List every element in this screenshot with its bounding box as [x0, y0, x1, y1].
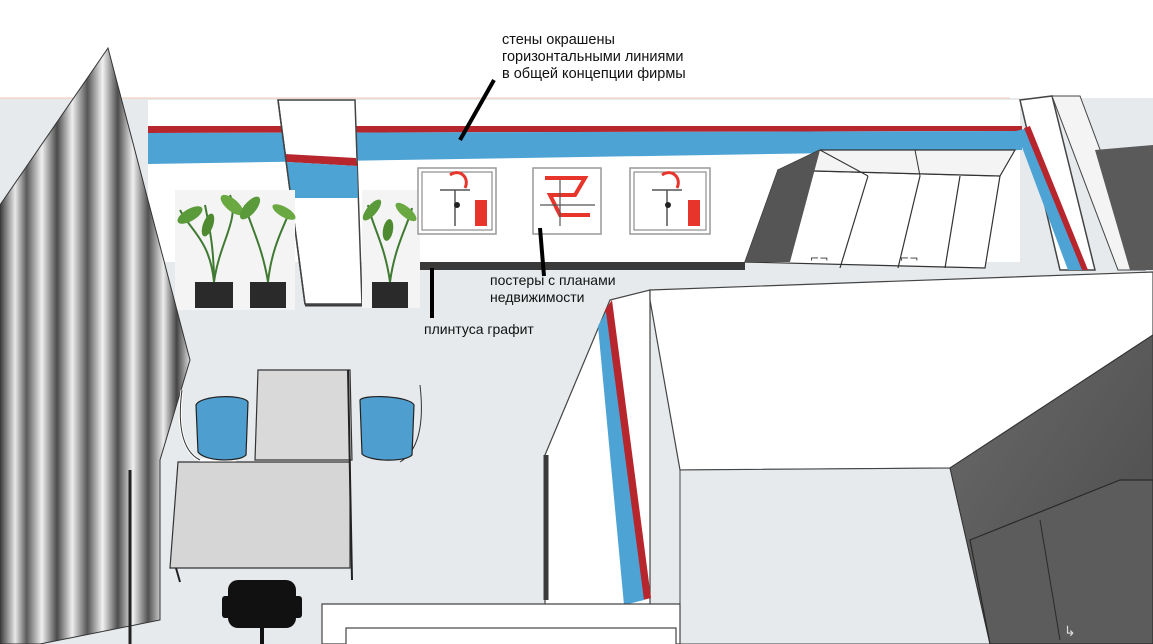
office-chair-icon-left: [178, 389, 249, 462]
partition-stripe-blue: [598, 312, 644, 605]
callout-line-walls: [458, 79, 496, 141]
svg-text:⌐¬: ⌐¬: [810, 252, 828, 265]
annotation-walls-line-1: стены окрашены: [502, 32, 615, 48]
right-room-handle-icon: ↳: [1064, 624, 1076, 640]
curtain: [0, 46, 191, 644]
poster-floorplan-icon-3: [629, 167, 711, 235]
bottom-wall-inner: [345, 627, 677, 644]
office-chair-icon-right: [359, 384, 422, 463]
plant-pot-icon-right: [362, 190, 420, 308]
poster-floorplan-icon-2: [532, 167, 602, 235]
office-chair-icon-black: [222, 580, 302, 644]
right-room-floor: [679, 467, 991, 644]
wall-stripe-blue: [148, 131, 1022, 164]
right-corner-stripe-blue: [1016, 128, 1084, 270]
annotation-walls: стены окрашены горизонтальными линиями в…: [502, 32, 686, 83]
column-stripe-blue: [287, 162, 358, 198]
desk: [169, 369, 353, 583]
poster-floorplan-icon-1: [417, 167, 497, 235]
annotation-skirting: плинтуса графит: [424, 321, 534, 338]
annotation-posters-line-1: постеры с планами: [490, 272, 616, 288]
annotation-posters: постеры с планами недвижимости: [490, 272, 616, 306]
annotation-walls-line-3: в общей концепции фирмы: [502, 66, 686, 82]
back-right-dark: [1095, 145, 1153, 270]
right-room-cabinet: [969, 479, 1153, 644]
right-corner-wall: [1019, 95, 1096, 271]
cabinet: ⌐¬ ⌐¬: [744, 149, 1017, 269]
wall-stripe-red: [148, 126, 1022, 133]
column-stripe-red: [285, 154, 357, 166]
callout-line-posters: [538, 227, 546, 277]
svg-text:⌐¬: ⌐¬: [900, 252, 918, 265]
annotation-posters-line-2: недвижимости: [490, 289, 585, 305]
plant-pot-icon: [175, 190, 296, 310]
partition-stripe-red: [605, 300, 651, 600]
skirting-board: [420, 262, 745, 270]
right-room-cabinet-line: [1039, 519, 1061, 641]
annotation-walls-line-2: горизонтальными линиями: [502, 49, 684, 65]
right-corner-stripe-red: [1024, 126, 1088, 270]
annotation-skirting-text: плинтуса графит: [424, 321, 534, 337]
